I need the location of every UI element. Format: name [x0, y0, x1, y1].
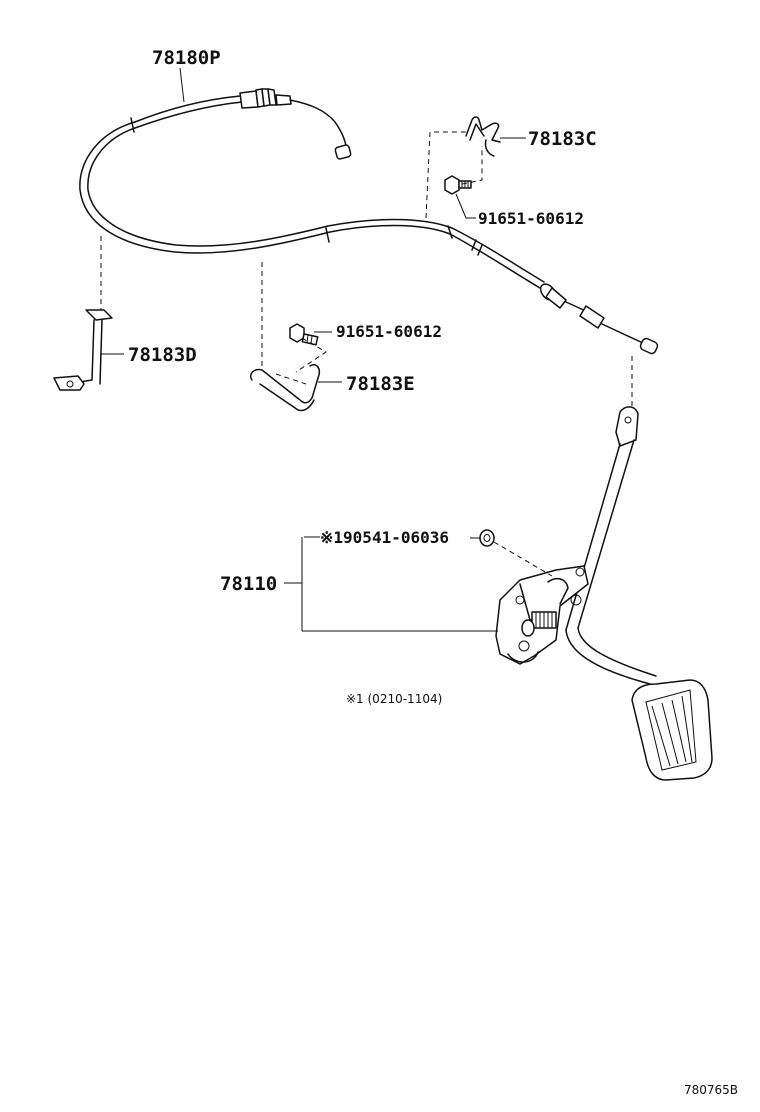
- assembly-guide-lines: [100, 131, 633, 577]
- bracket-d: [53, 309, 113, 391]
- label-pedal-assy: 78110: [220, 573, 277, 595]
- bracket-c-clip: [465, 116, 501, 157]
- label-bracket-c: 78183C: [528, 128, 597, 150]
- label-bolt-lower: 91651-60612: [336, 322, 442, 341]
- drawing-code: 780765B: [684, 1083, 738, 1097]
- bolt-upper: [444, 175, 472, 195]
- label-bracket-d: 78183D: [128, 344, 197, 366]
- applicability-note: ※1 (0210-1104): [346, 692, 442, 706]
- pedal-assembly: [495, 406, 713, 781]
- bracket-e-clip: [250, 364, 321, 412]
- bolt-lower: [289, 323, 319, 346]
- label-bolt-upper: 91651-60612: [478, 209, 584, 228]
- accelerator-cable: [79, 88, 659, 355]
- label-nut: ※190541-06036: [320, 528, 449, 547]
- label-cable: 78180P: [152, 47, 221, 69]
- nut: [479, 529, 495, 547]
- part-labels: 78180P 78183C 91651-60612 91651-60612 78…: [128, 47, 738, 1097]
- leader-lines: [100, 67, 526, 632]
- label-bracket-e: 78183E: [346, 373, 415, 395]
